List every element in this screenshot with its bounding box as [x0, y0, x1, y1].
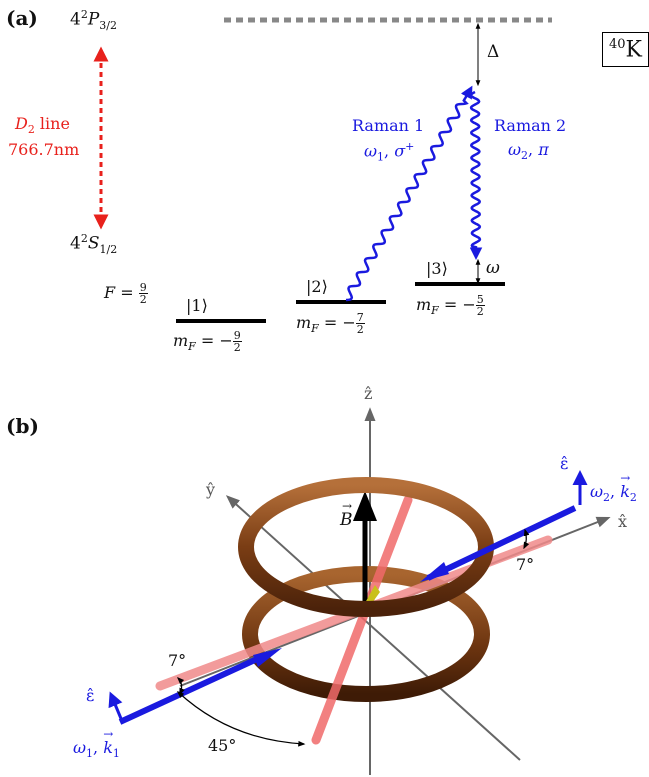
level-3-ket: |3⟩: [426, 259, 448, 278]
z-axis-label: ẑ: [364, 384, 373, 403]
red-beam-steep: [311, 495, 413, 745]
raman-beam-left: [118, 651, 270, 725]
pol-label-right: ε̂: [560, 454, 569, 473]
raman-beam-right-head: [420, 562, 449, 582]
angle-7-right: 7°: [516, 555, 535, 574]
detuning-label: Δ: [487, 42, 500, 62]
x-axis-label: x̂: [618, 512, 628, 531]
b-field-label: →B: [340, 499, 353, 530]
upper-state-label: 42P3/2: [70, 8, 117, 33]
raman1-params: ω1, σ+: [364, 140, 415, 164]
pol-arrow-left: [108, 691, 124, 722]
y-axis: [225, 495, 521, 761]
panel-a-label: (a): [6, 6, 38, 30]
angle-arc-45: [176, 691, 306, 747]
raman1-label: Raman 1: [352, 116, 425, 135]
y-axis-label: ŷ: [206, 480, 216, 499]
raman-beam-left-head: [253, 648, 282, 667]
d2-line-label: D2 line: [15, 114, 70, 137]
angle-7-left: 7°: [168, 651, 187, 670]
d2-wavelength: 766.7nm: [8, 140, 80, 159]
raman2-label: Raman 2: [494, 116, 567, 135]
beam-left-label: ω1, →k1: [73, 727, 120, 761]
level-2-ket: |2⟩: [306, 277, 328, 296]
panel-b-label: (b): [6, 414, 39, 438]
level-1-ket: |1⟩: [186, 296, 208, 315]
angle-45: 45°: [208, 736, 237, 755]
lower-state-label: 42S1/2: [70, 232, 118, 257]
raman-beam-right: [426, 505, 577, 581]
upper-coil: [238, 477, 494, 617]
raman2-wavy-arrow: [469, 90, 483, 260]
raman1-wavy-arrow: [345, 85, 473, 302]
raman2-params: ω2, π: [508, 140, 549, 163]
pol-label-left: ε̂: [86, 686, 95, 705]
angle-arc-right: [523, 528, 530, 550]
beam-right-label: ω2, →k2: [590, 471, 637, 505]
splitting-label: ω: [486, 258, 500, 278]
isotope-box: 40K: [602, 32, 649, 68]
